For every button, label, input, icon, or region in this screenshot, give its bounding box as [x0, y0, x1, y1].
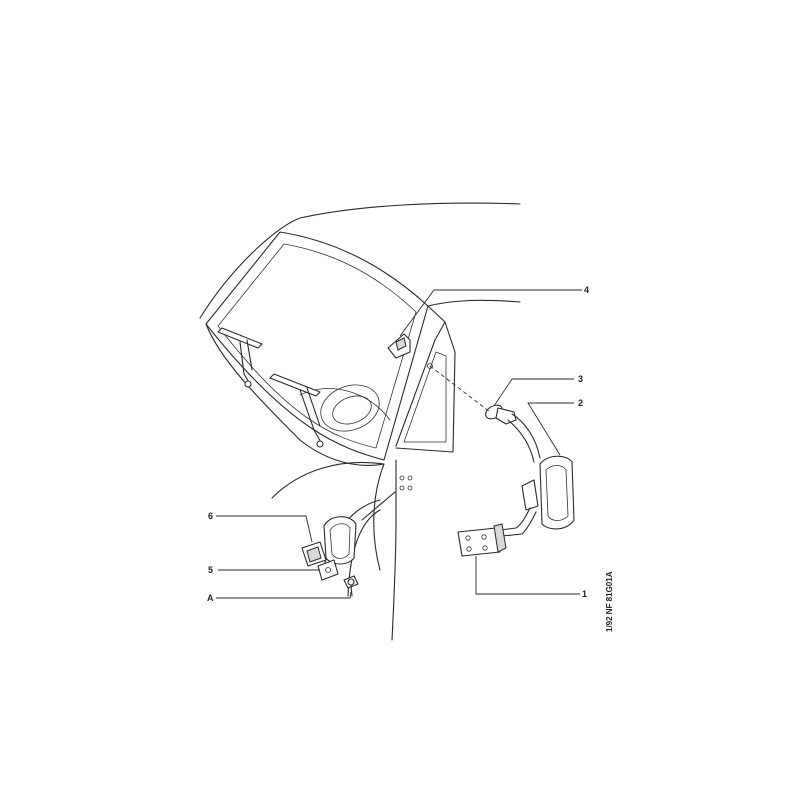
wiper-blade-left	[217, 327, 263, 388]
callout-3: 3	[578, 374, 583, 384]
part-1-hinge-plate	[457, 523, 507, 557]
part-6-gasket	[301, 541, 327, 567]
wiper-blade-right	[269, 373, 324, 448]
callout-2: 2	[578, 398, 583, 408]
steering-wheel	[299, 384, 391, 432]
callout-a: A	[207, 593, 214, 603]
part-6-mirror-cap	[323, 516, 357, 565]
part-a-screw	[343, 575, 359, 597]
reference-code: 1/92 NF 81G01A	[605, 571, 614, 632]
callout-6: 6	[208, 511, 213, 521]
part-2-mirror	[499, 413, 575, 537]
callout-4: 4	[584, 285, 589, 295]
callout-5: 5	[208, 565, 213, 575]
callout-1: 1	[582, 589, 587, 599]
part-5-clamp	[317, 559, 339, 581]
part-3-mount-base	[429, 365, 517, 425]
callout-leaders	[216, 289, 582, 599]
part-4-bracket	[387, 333, 433, 369]
vehicle-cab-outline	[199, 202, 521, 641]
